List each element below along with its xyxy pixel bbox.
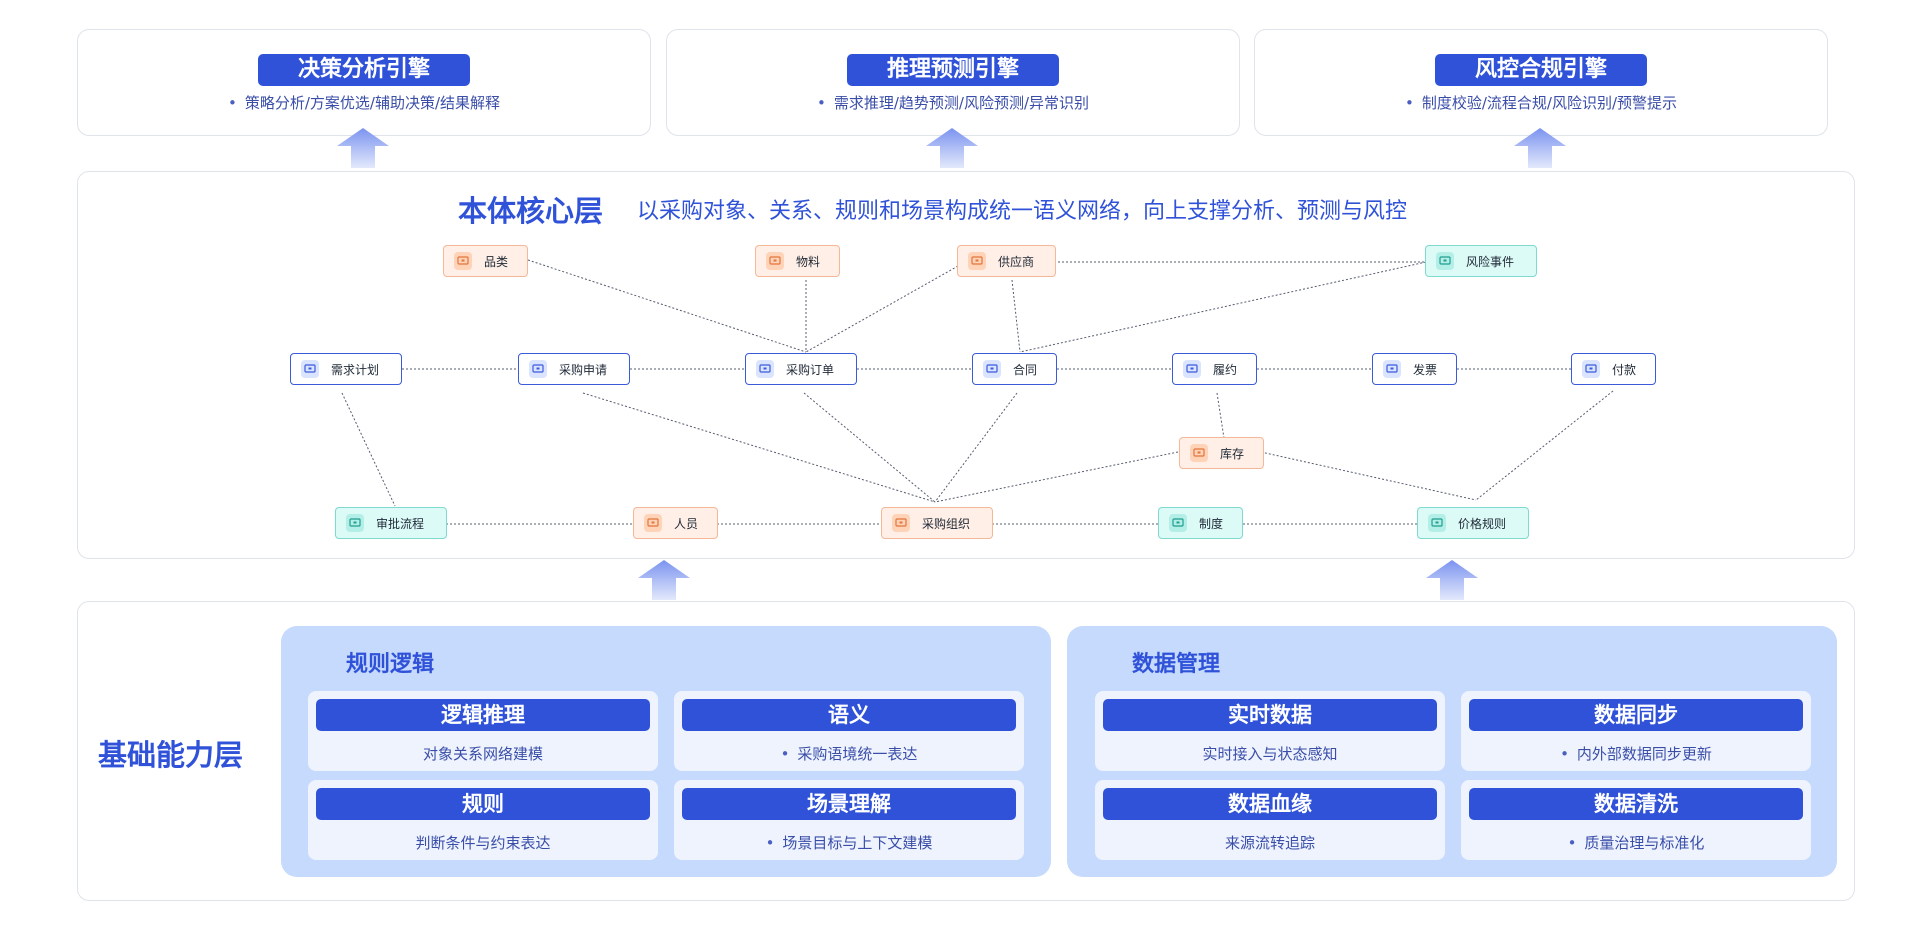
capability-title: 数据同步 — [1469, 699, 1803, 731]
engine-title: 风控合规引擎 — [1434, 54, 1648, 86]
entity-icon — [1190, 444, 1208, 462]
capability-card-data-sync: 数据同步 内外部数据同步更新 — [1461, 691, 1811, 771]
capability-card-data-lineage: 数据血缘 来源流转追踪 — [1095, 780, 1445, 860]
core-layer-subtitle: 以采购对象、关系、规则和场景构成统一语义网络，向上支撑分析、预测与风控 — [637, 199, 1408, 224]
capability-card-data-cleansing: 数据清洗 质量治理与标准化 — [1461, 780, 1811, 860]
core-layer-title: 本体核心层 — [458, 194, 604, 228]
entity-icon — [301, 360, 319, 378]
up-arrow-icon — [1426, 560, 1478, 600]
capability-desc: 来源流转追踪 — [1224, 834, 1315, 852]
engine-desc: 策略分析/方案优选/辅助决策/结果解释 — [78, 92, 650, 113]
entity-icon — [529, 360, 547, 378]
entity-icon — [346, 514, 364, 532]
capability-desc: 质量治理与标准化 — [1461, 832, 1811, 853]
capability-title: 场景理解 — [682, 788, 1016, 820]
entity-node-fulfillment[interactable]: 履约 — [1172, 353, 1257, 385]
entity-label: 价格规则 — [1458, 516, 1507, 531]
entity-label: 库存 — [1220, 446, 1245, 461]
capability-card-logic-reasoning: 逻辑推理 对象关系网络建模 — [308, 691, 658, 771]
entity-node-inventory[interactable]: 库存 — [1179, 437, 1264, 469]
entity-label: 发票 — [1413, 362, 1438, 377]
capability-title: 数据血缘 — [1103, 788, 1437, 820]
capability-title: 语义 — [682, 699, 1016, 731]
up-arrow-icon — [1514, 128, 1566, 168]
entity-label: 需求计划 — [331, 362, 380, 377]
entity-icon — [968, 252, 986, 270]
capability-desc: 判断条件与约束表达 — [415, 834, 551, 852]
entity-label: 履约 — [1213, 362, 1238, 377]
entity-node-personnel[interactable]: 人员 — [633, 507, 718, 539]
entity-node-purchase-order[interactable]: 采购订单 — [745, 353, 857, 385]
engine-card-risk: 风控合规引擎 制度校验/流程合规/风险识别/预警提示 — [1254, 29, 1828, 136]
entity-icon — [1428, 514, 1446, 532]
entity-label: 审批流程 — [376, 516, 425, 531]
capability-desc: 采购语境统一表达 — [674, 743, 1024, 764]
entity-icon — [1383, 360, 1401, 378]
entity-icon — [1436, 252, 1454, 270]
foundation-layer-title: 基础能力层 — [98, 738, 244, 772]
up-arrow-icon — [926, 128, 978, 168]
group-title: 规则逻辑 — [346, 652, 435, 677]
engine-title: 决策分析引擎 — [257, 54, 471, 86]
entity-icon — [756, 360, 774, 378]
entity-node-demand-plan[interactable]: 需求计划 — [290, 353, 402, 385]
capability-desc: 场景目标与上下文建模 — [674, 832, 1024, 853]
entity-node-payment[interactable]: 付款 — [1571, 353, 1656, 385]
entity-node-purchase-request[interactable]: 采购申请 — [518, 353, 630, 385]
entity-label: 采购组织 — [922, 516, 971, 531]
entity-label: 品类 — [484, 254, 509, 269]
capability-desc: 对象关系网络建模 — [422, 745, 543, 763]
entity-node-supplier[interactable]: 供应商 — [957, 245, 1056, 277]
capability-card-scene-understanding: 场景理解 场景目标与上下文建模 — [674, 780, 1024, 860]
entity-label: 合同 — [1013, 362, 1038, 377]
entity-label: 采购申请 — [559, 362, 608, 377]
entity-label: 风险事件 — [1466, 254, 1515, 269]
entity-icon — [766, 252, 784, 270]
capability-desc: 实时接入与状态感知 — [1202, 745, 1338, 763]
entity-label: 制度 — [1199, 516, 1224, 531]
entity-node-approval-flow[interactable]: 审批流程 — [335, 507, 447, 539]
capability-title: 规则 — [316, 788, 650, 820]
capability-card-rules: 规则 判断条件与约束表达 — [308, 780, 658, 860]
engine-desc: 制度校验/流程合规/风险识别/预警提示 — [1255, 92, 1827, 113]
capability-card-semantics: 语义 采购语境统一表达 — [674, 691, 1024, 771]
entity-node-material[interactable]: 物料 — [755, 245, 840, 277]
engine-title: 推理预测引擎 — [846, 54, 1060, 86]
entity-icon — [1183, 360, 1201, 378]
entity-label: 物料 — [796, 254, 821, 269]
entity-node-contract[interactable]: 合同 — [972, 353, 1057, 385]
entity-icon — [454, 252, 472, 270]
up-arrow-icon — [337, 128, 389, 168]
entity-icon — [892, 514, 910, 532]
entity-label: 供应商 — [998, 254, 1035, 269]
group-title: 数据管理 — [1132, 652, 1221, 677]
entity-node-purchase-org[interactable]: 采购组织 — [881, 507, 993, 539]
entity-icon — [1169, 514, 1187, 532]
entity-icon — [1582, 360, 1600, 378]
engine-card-prediction: 推理预测引擎 需求推理/趋势预测/风险预测/异常识别 — [666, 29, 1240, 136]
entity-icon — [644, 514, 662, 532]
entity-label: 采购订单 — [786, 362, 835, 377]
entity-node-category[interactable]: 品类 — [443, 245, 528, 277]
capability-title: 实时数据 — [1103, 699, 1437, 731]
engine-card-decision: 决策分析引擎 策略分析/方案优选/辅助决策/结果解释 — [77, 29, 651, 136]
entity-label: 人员 — [674, 516, 699, 531]
capability-desc: 内外部数据同步更新 — [1461, 743, 1811, 764]
entity-node-price-rule[interactable]: 价格规则 — [1417, 507, 1529, 539]
up-arrow-icon — [638, 560, 690, 600]
engine-desc: 需求推理/趋势预测/风险预测/异常识别 — [667, 92, 1239, 113]
entity-node-policy[interactable]: 制度 — [1158, 507, 1243, 539]
capability-title: 逻辑推理 — [316, 699, 650, 731]
capability-card-realtime-data: 实时数据 实时接入与状态感知 — [1095, 691, 1445, 771]
entity-node-risk-event[interactable]: 风险事件 — [1425, 245, 1537, 277]
entity-icon — [983, 360, 1001, 378]
entity-label: 付款 — [1612, 362, 1637, 377]
capability-title: 数据清洗 — [1469, 788, 1803, 820]
entity-node-invoice[interactable]: 发票 — [1372, 353, 1457, 385]
